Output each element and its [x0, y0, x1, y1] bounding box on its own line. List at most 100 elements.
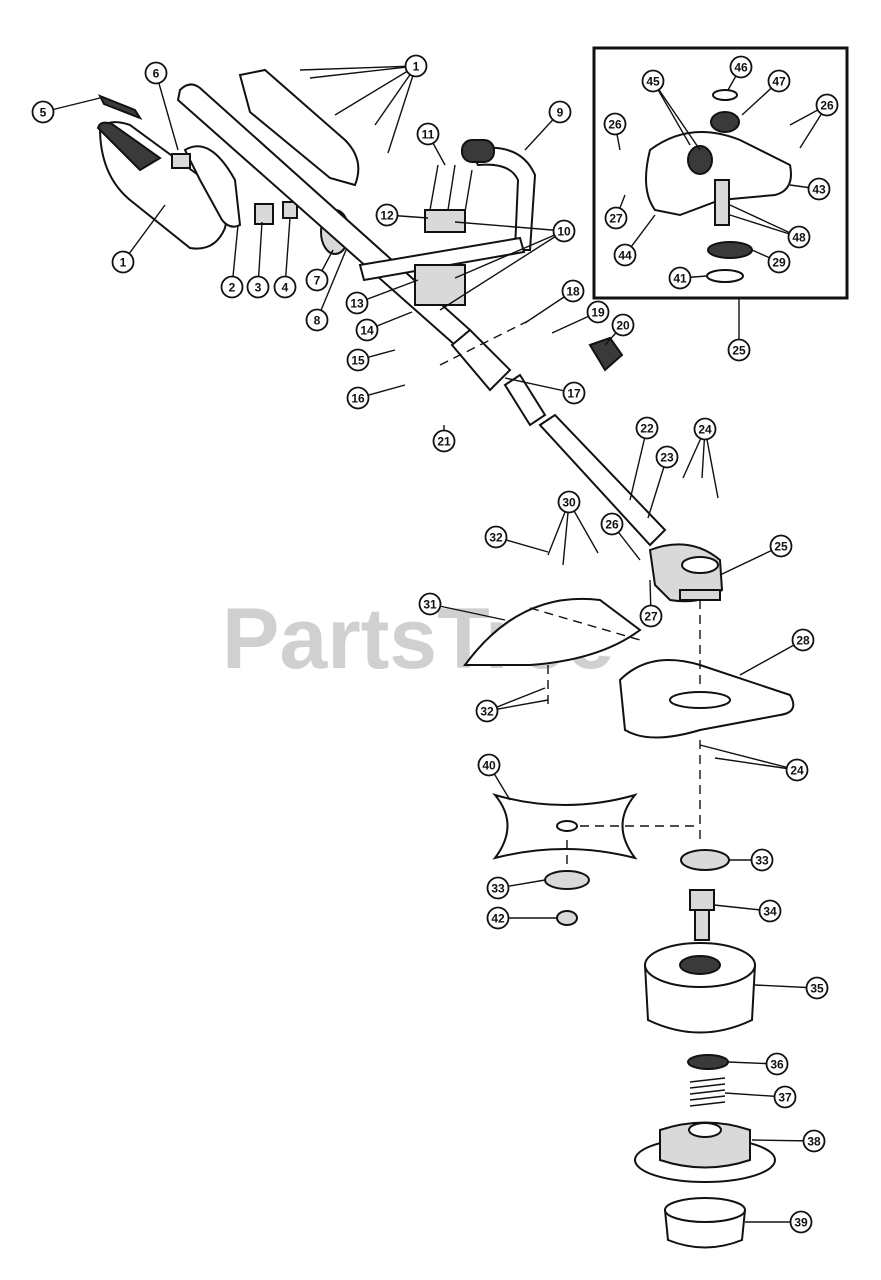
callout-1-number: 1: [413, 60, 420, 74]
callout-25-circle: [727, 338, 751, 362]
callout-10-number: 10: [557, 225, 571, 239]
callout-25-circle: [769, 534, 793, 558]
callout-39: 39: [745, 1210, 813, 1234]
callout-18: 18: [524, 279, 585, 324]
callout-21-number: 21: [437, 435, 451, 449]
callout-28-number: 28: [796, 634, 810, 648]
callout-24: 24: [699, 744, 809, 782]
callout-27: 27: [639, 579, 663, 628]
callout-10-leader-line: [454, 221, 565, 232]
handle-grip: [461, 139, 495, 163]
callout-4-leader-line: [284, 217, 291, 288]
callout-48-leader-line: [729, 214, 800, 238]
bump-knob-top: [664, 1197, 746, 1223]
callout-25: 25: [727, 298, 751, 362]
callout-33: 33: [486, 876, 546, 900]
callout-8-leader-line: [316, 249, 347, 321]
coupler-knob: [588, 336, 624, 372]
handle-crossbar: [358, 236, 526, 282]
callout-47-circle: [767, 69, 791, 93]
callout-48-circle: [787, 225, 811, 249]
callout-12: 12: [375, 203, 429, 227]
callout-34: 34: [713, 899, 782, 923]
callout-12-number: 12: [380, 209, 394, 223]
callout-24: 24: [682, 417, 719, 499]
callout-37: 37: [724, 1085, 797, 1109]
callout-13: 13: [345, 279, 419, 315]
callout-44: 44: [613, 214, 656, 267]
callout-25: 25: [719, 534, 793, 576]
callout-1-leader-line: [387, 65, 417, 154]
callout-26-circle: [600, 512, 624, 536]
callout-10-leader-line: [454, 230, 565, 279]
callout-7-circle: [305, 268, 329, 292]
callout-23-circle: [655, 445, 679, 469]
callout-27-circle: [604, 206, 628, 230]
callout-1: 1: [299, 54, 428, 154]
callout-18-number: 18: [566, 285, 580, 299]
callout-31-number: 31: [423, 598, 437, 612]
callout-11-circle: [416, 122, 440, 146]
callout-18-circle: [561, 279, 585, 303]
callout-29: 29: [751, 249, 791, 274]
callout-5: 5: [31, 97, 101, 124]
callout-24-leader-line: [699, 744, 798, 771]
callout-9-circle: [548, 100, 572, 124]
callout-29-number: 29: [772, 256, 786, 270]
blade-guard-hub: [669, 691, 731, 709]
clamp-bolt-2: [447, 164, 456, 211]
adapter-bolt-shank: [694, 909, 710, 941]
callout-22: 22: [629, 416, 659, 501]
callout-9: 9: [524, 100, 572, 151]
callout-21: 21: [432, 425, 456, 453]
callout-16-circle: [346, 386, 370, 410]
stop-switch: [171, 153, 191, 169]
callout-43-circle: [807, 177, 831, 201]
adapter-washer-upper: [680, 849, 730, 871]
callout-2-number: 2: [229, 281, 236, 295]
callout-4-number: 4: [282, 281, 289, 295]
upper-housing: [238, 68, 360, 187]
callout-40-number: 40: [482, 759, 496, 773]
callout-12-circle: [375, 203, 399, 227]
callout-33: 33: [730, 848, 774, 872]
shaft-and-handle-group: [176, 83, 667, 547]
callout-36: 36: [727, 1052, 789, 1076]
callout-38: 38: [751, 1129, 826, 1153]
clamp-bolt-1: [429, 164, 439, 211]
callout-28-leader-line: [739, 639, 804, 676]
callout-7: 7: [305, 249, 334, 292]
gear-head-top: [681, 556, 719, 574]
callout-41: 41: [668, 266, 708, 290]
callout-32: 32: [484, 525, 549, 553]
callout-6: 6: [144, 61, 179, 151]
callout-48-leader-line: [729, 204, 800, 238]
callout-34-number: 34: [763, 905, 777, 919]
callout-6-circle: [144, 61, 168, 85]
callout-20-number: 20: [616, 319, 630, 333]
callout-42: 42: [486, 906, 557, 930]
callout-4-circle: [273, 275, 297, 299]
callout-15-number: 15: [351, 354, 365, 368]
callout-10: 10: [439, 219, 576, 311]
callout-24-leader-line: [704, 428, 719, 499]
callout-3: 3: [246, 221, 270, 299]
throttle-housing: [183, 145, 242, 228]
callout-26-circle: [815, 93, 839, 117]
callout-19: 19: [551, 300, 610, 334]
lower-drive-shaft: [538, 413, 667, 547]
callout-45: 45: [641, 69, 701, 151]
callout-32-circle: [484, 525, 508, 549]
clamp-bolt-3: [464, 169, 473, 213]
spring: [689, 1077, 726, 1107]
inset-bevel-gear: [687, 145, 713, 175]
blade-center-hole: [556, 820, 578, 832]
gear-head-inset-box: [592, 46, 849, 300]
coupler-sleeve: [503, 373, 547, 427]
callout-11-number: 11: [422, 128, 435, 142]
callout-17-circle: [562, 381, 586, 405]
callout-47-number: 47: [772, 75, 786, 89]
callout-8-number: 8: [314, 314, 321, 328]
callout-32-circle: [475, 699, 499, 723]
